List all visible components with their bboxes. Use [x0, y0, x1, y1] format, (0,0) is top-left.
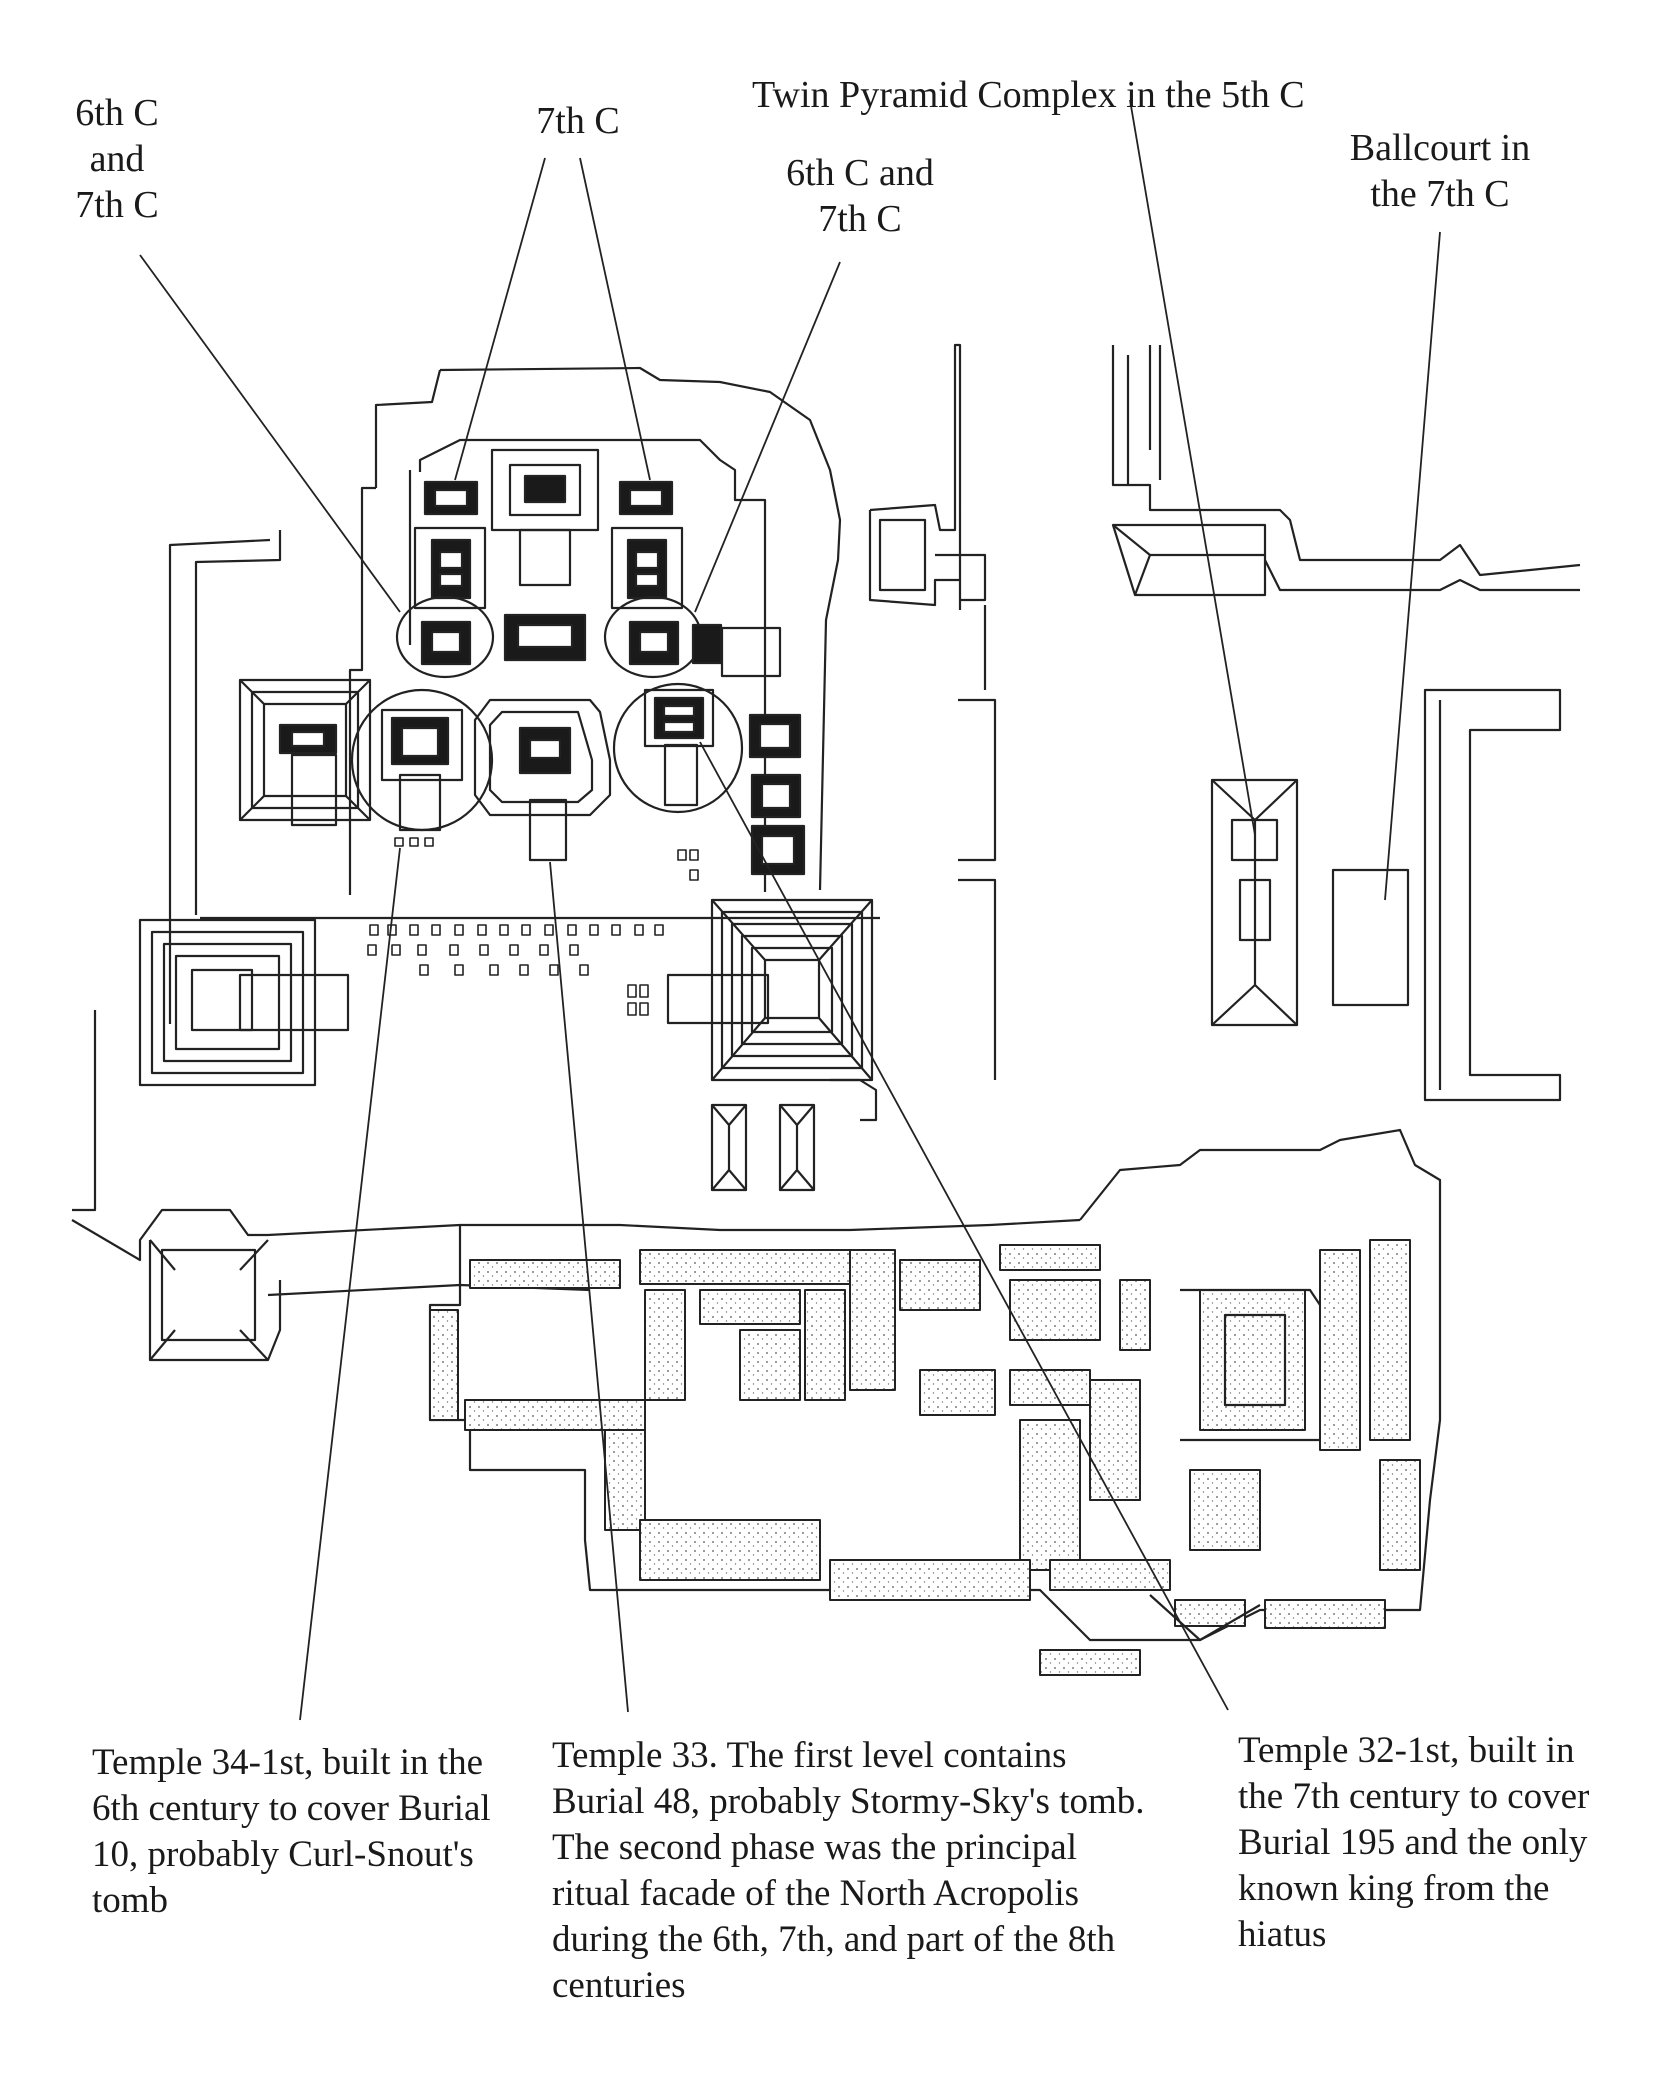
- leader-temple-32: [699, 741, 1229, 1711]
- east-structures: [868, 343, 997, 1080]
- central-temples: [238, 448, 806, 1016]
- label-ballcourt: Ballcourt in the 7th C: [1349, 127, 1531, 215]
- leader-twin-pyramid: [1129, 99, 1256, 836]
- leader-lines: [139, 99, 1441, 1721]
- label-6th-7th-century-left: 6th C and 7th C: [75, 92, 159, 226]
- leader-6c7c-right: [694, 261, 841, 613]
- small-buildings: [710, 1103, 816, 1192]
- leader-6c7c-left: [139, 254, 401, 613]
- leader-temple-34: [299, 847, 401, 1721]
- caption-temple-33: Temple 33. The first level contains Buri…: [552, 1735, 1145, 2006]
- leader-7c-right: [579, 157, 651, 481]
- leader-ballcourt: [1384, 231, 1441, 901]
- leader-7c-left: [454, 157, 546, 481]
- central-acropolis: [428, 1128, 1442, 1676]
- twin-pyramid-area: [1111, 345, 1581, 1102]
- label-7th-century: 7th C: [536, 100, 620, 142]
- caption-temple-34: Temple 34-1st, built in the 6th century …: [92, 1742, 491, 1921]
- label-twin-pyramid-complex: Twin Pyramid Complex in the 5th C: [752, 74, 1305, 116]
- west-pyramid: [138, 918, 350, 1087]
- east-pyramid: [666, 898, 878, 1122]
- label-6th-7th-century-right: 6th C and 7th C: [786, 152, 934, 240]
- caption-temple-32: Temple 32-1st, built in the 7th century …: [1238, 1730, 1590, 1955]
- north-acropolis-outline: [168, 366, 880, 1024]
- leader-temple-33: [549, 861, 629, 1713]
